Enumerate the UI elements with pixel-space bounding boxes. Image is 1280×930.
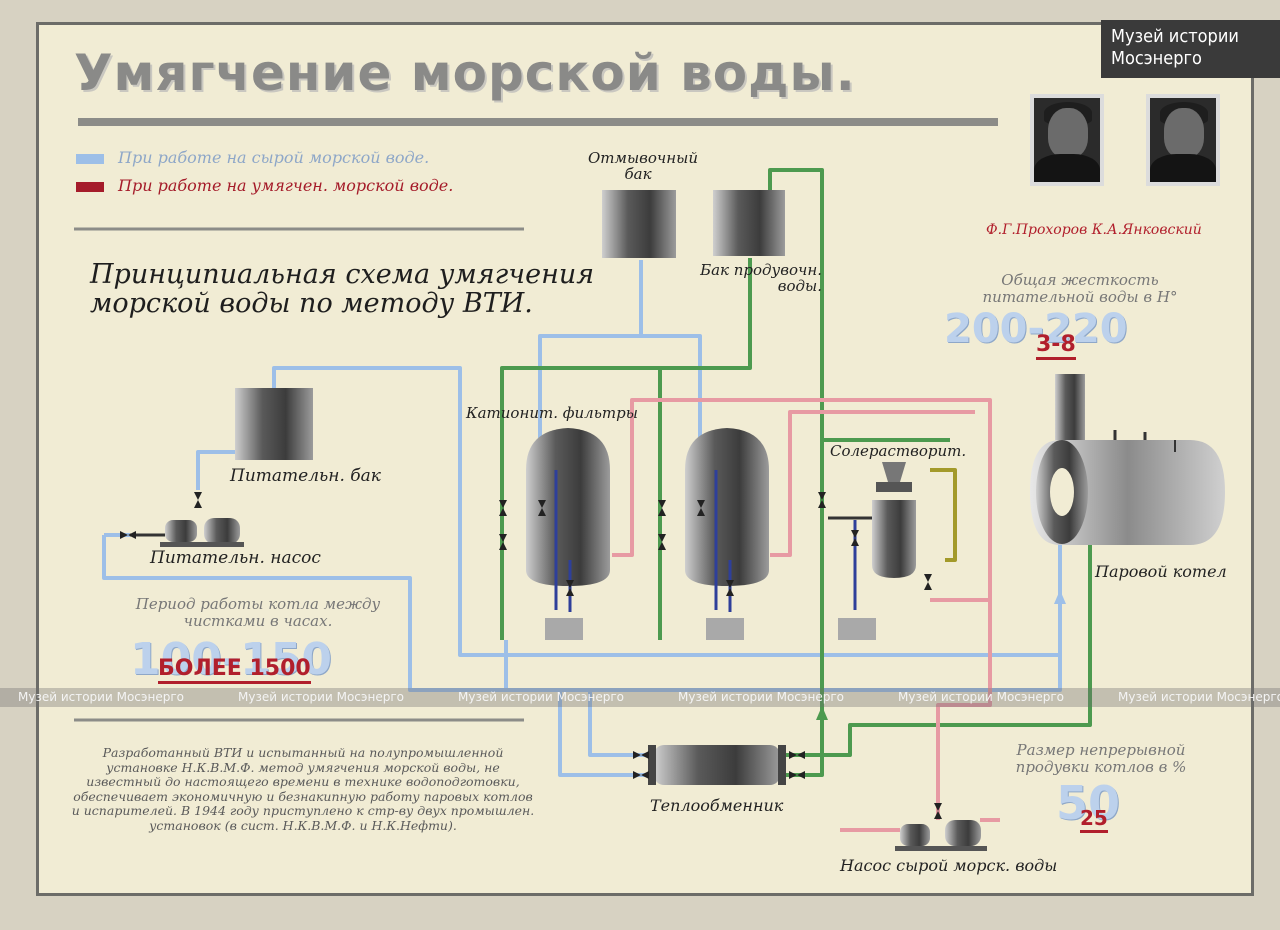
purge-caption: Размер непрерывной продувки котлов в % xyxy=(1015,741,1187,776)
museum-logo: Музей истории Мосэнерго xyxy=(1101,20,1280,78)
label-feed-pump: Питательн. насос xyxy=(150,548,321,568)
schema-title: Принципиальная схема умягчения морской в… xyxy=(90,259,595,319)
raw-water-pump xyxy=(895,820,987,851)
wash-tank xyxy=(602,190,676,258)
label-wash-tank: Отмывочный бак xyxy=(588,149,699,183)
purge-new-value: 25 xyxy=(1080,806,1108,833)
watermark-text: Музей истории Мосэнерго xyxy=(898,690,1064,704)
heat-exchanger xyxy=(648,745,786,785)
watermark-text: Музей истории Мосэнерго xyxy=(678,690,844,704)
legend-swatch-raw xyxy=(76,154,104,164)
salt-dissolver xyxy=(828,462,916,640)
people-names: Ф.Г.Прохоров К.А.Янковский xyxy=(986,222,1202,238)
method-description: Разработанный ВТИ и испытанный на полупр… xyxy=(71,745,535,833)
period-new-value: БОЛЕЕ 1500 xyxy=(158,656,311,684)
rule-lines xyxy=(74,118,998,722)
softened-water-pipes xyxy=(612,398,1000,832)
watermark-text: Музей истории Мосэнерго xyxy=(238,690,404,704)
raw-water-pipes xyxy=(102,260,1062,777)
legend-soft-label: При работе на умягчен. морской воде. xyxy=(118,176,454,195)
watermark-text: Музей истории Мосэнерго xyxy=(458,690,624,704)
portrait-yankovsky xyxy=(1146,94,1220,186)
label-salt-dissolver: Солерастворит. xyxy=(830,442,967,460)
poster-title: Умягчение морской воды. xyxy=(74,44,856,102)
cation-filter-1 xyxy=(526,428,610,640)
blowdown-tank xyxy=(713,190,785,256)
watermark-text: Музей истории Мосэнерго xyxy=(1118,690,1280,704)
purge-old-value: 50 xyxy=(1056,776,1121,830)
label-heat-exchanger: Теплообменник xyxy=(650,796,784,815)
steam-boiler xyxy=(1030,374,1225,545)
legend-swatch-soft xyxy=(76,182,104,192)
brine-pipe xyxy=(930,468,957,562)
period-old-value: 100-150 xyxy=(130,634,332,685)
flow-arrows xyxy=(816,590,1066,720)
cation-filter-2 xyxy=(685,428,769,640)
feed-pump xyxy=(130,518,244,547)
label-cation-filters: Катионит. фильтры xyxy=(466,404,638,422)
period-caption: Период работы котла между чистками в час… xyxy=(135,595,381,630)
watermark-text: Музей истории Мосэнерго xyxy=(18,690,184,704)
label-feed-tank: Питательн. бак xyxy=(230,466,381,486)
hardness-caption: Общая жесткость питательной воды в Н° xyxy=(982,271,1178,306)
hardness-old-value: 200-220 xyxy=(944,306,1128,352)
watermark-strip: Музей истории Мосэнерго Музей истории Мос… xyxy=(0,688,1280,707)
feed-tank xyxy=(235,388,313,460)
legend-raw-label: При работе на сырой морской воде. xyxy=(118,148,430,167)
portrait-prokhorov xyxy=(1030,94,1104,186)
label-blowdown-tank: Бак продувочн. воды. xyxy=(700,261,822,295)
label-steam-boiler: Паровой котел xyxy=(1095,562,1227,581)
valves xyxy=(120,492,942,819)
hardness-new-value: 3-8 xyxy=(1036,332,1076,360)
label-raw-water-pump: Насос сырой морск. воды xyxy=(840,856,1058,875)
